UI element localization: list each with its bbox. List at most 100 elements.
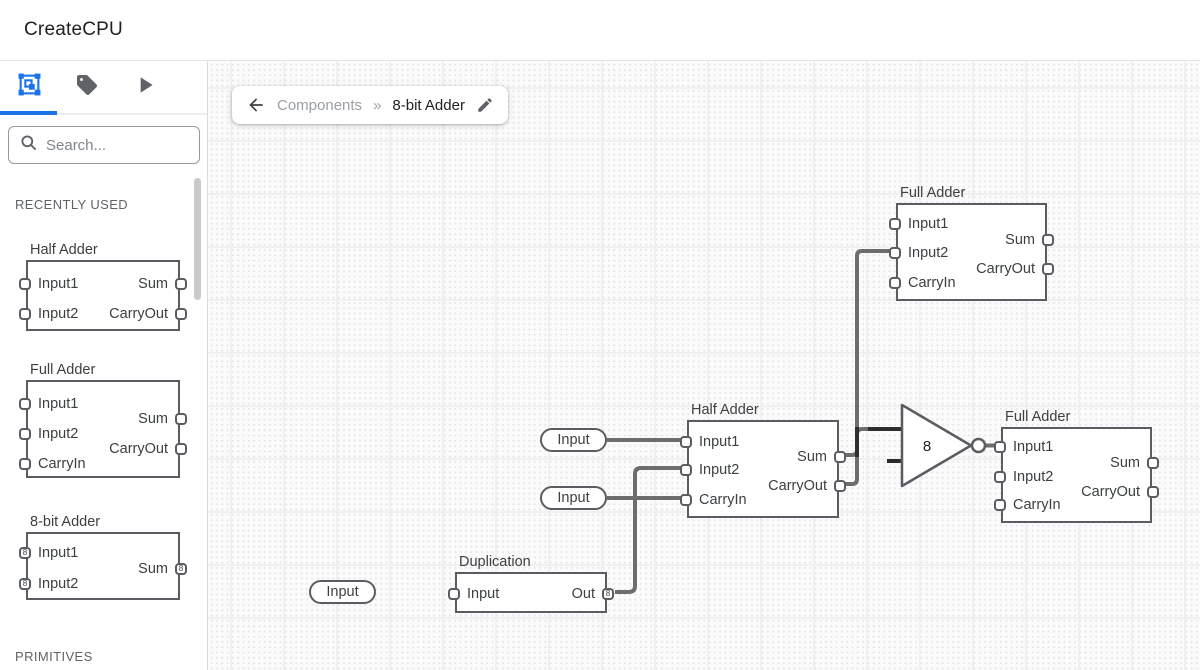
- port-pin[interactable]: [19, 308, 31, 320]
- tab-tags[interactable]: [58, 61, 116, 113]
- node-title: Duplication: [459, 554, 531, 570]
- port-input2[interactable]: Input2: [889, 245, 948, 261]
- port-pin[interactable]: [19, 458, 31, 470]
- port-carryin[interactable]: CarryIn: [19, 456, 86, 472]
- library-item-half-adder[interactable]: Half Adder Input1 Input2 Sum CarryOut: [19, 242, 187, 331]
- port-input2[interactable]: Input2: [19, 306, 78, 322]
- port-input1[interactable]: Input1: [994, 439, 1053, 455]
- port-pin[interactable]: [1147, 457, 1159, 469]
- port-pin[interactable]: [994, 471, 1006, 483]
- breadcrumb-parent[interactable]: Components: [277, 96, 363, 114]
- port-pin[interactable]: [834, 480, 846, 492]
- gate-bubble[interactable]: [970, 437, 987, 454]
- bus-pin-8[interactable]: 8: [19, 547, 31, 559]
- bus-pin-8[interactable]: 8: [602, 588, 614, 600]
- node-title: 8-bit Adder: [30, 514, 101, 530]
- port-carryin[interactable]: CarryIn: [889, 275, 956, 291]
- input-node-label: Input: [557, 490, 590, 506]
- port-input2[interactable]: Input2: [680, 462, 739, 478]
- port-pin[interactable]: [889, 218, 901, 230]
- node-full-adder-top[interactable]: Full Adder Input1 Input2 CarryIn Sum Car…: [889, 185, 1054, 301]
- port-carryout[interactable]: CarryOut: [109, 441, 187, 457]
- input-node-label: Input: [326, 584, 359, 600]
- node-title: Half Adder: [691, 402, 759, 418]
- gate-bus-width-label: 8: [923, 438, 931, 455]
- node-full-adder-right[interactable]: Full Adder Input1 Input2 CarryIn Sum Car…: [994, 409, 1159, 523]
- input-node-3[interactable]: Input: [309, 580, 376, 604]
- gate-triangle[interactable]: [900, 403, 973, 488]
- main-area: RECENTLY USED Half Adder Input1 Input2 S…: [0, 61, 1200, 670]
- port-sum[interactable]: Sum: [1110, 455, 1159, 471]
- port-carryout[interactable]: CarryOut: [1081, 484, 1159, 500]
- port-pin[interactable]: [19, 398, 31, 410]
- tab-components[interactable]: [0, 61, 58, 113]
- search-input[interactable]: [46, 136, 189, 154]
- port-carryin[interactable]: CarryIn: [680, 492, 747, 508]
- port-carryin[interactable]: CarryIn: [994, 497, 1061, 513]
- port-sum[interactable]: Sum: [138, 276, 187, 292]
- bus-pin-8[interactable]: 8: [175, 563, 187, 575]
- component-icon: [17, 72, 42, 102]
- app-title: CreateCPU: [24, 19, 123, 40]
- sidebar-scrollbar[interactable]: [194, 178, 201, 300]
- wire-carryout-to-fulladder-top[interactable]: [845, 249, 895, 486]
- port-sum[interactable]: Sum: [797, 449, 846, 465]
- port-input1[interactable]: Input1: [889, 216, 948, 232]
- port-input1[interactable]: Input1: [19, 276, 78, 292]
- back-icon[interactable]: [246, 95, 266, 115]
- port-sum[interactable]: Sum: [1005, 232, 1054, 248]
- wire-duplication-to-input2[interactable]: [615, 466, 688, 594]
- port-pin[interactable]: [19, 428, 31, 440]
- port-sum[interactable]: Sum: [138, 411, 187, 427]
- canvas[interactable]: 8 Components » 8-bit Adder Full Adder In…: [208, 61, 1200, 670]
- port-pin[interactable]: [680, 464, 692, 476]
- port-pin[interactable]: [889, 277, 901, 289]
- tab-simulate[interactable]: [116, 61, 174, 113]
- port-pin[interactable]: [680, 436, 692, 448]
- port-pin[interactable]: [680, 494, 692, 506]
- search-box[interactable]: [8, 126, 200, 164]
- port-pin[interactable]: [175, 278, 187, 290]
- breadcrumb-separator: »: [373, 96, 382, 114]
- port-input2[interactable]: Input2: [994, 469, 1053, 485]
- port-input1[interactable]: Input1: [19, 396, 78, 412]
- gate-node-8[interactable]: 8: [900, 403, 987, 488]
- port-pin[interactable]: [994, 441, 1006, 453]
- port-carryout[interactable]: CarryOut: [976, 261, 1054, 277]
- node-half-adder[interactable]: Half Adder Input1 Input2 CarryIn Sum Car…: [680, 402, 846, 518]
- port-pin[interactable]: [175, 413, 187, 425]
- node-title: Full Adder: [30, 362, 96, 378]
- port-carryout[interactable]: CarryOut: [109, 306, 187, 322]
- wire-layer: 8: [607, 249, 1003, 594]
- section-recently-used: RECENTLY USED: [15, 197, 129, 212]
- library-item-full-adder[interactable]: Full Adder Input1 Input2 CarryIn Sum Car…: [19, 362, 187, 478]
- port-pin[interactable]: [889, 247, 901, 259]
- port-pin[interactable]: [1147, 486, 1159, 498]
- port-input1[interactable]: Input1: [680, 434, 739, 450]
- port-pin[interactable]: [19, 278, 31, 290]
- port-input2[interactable]: Input2: [19, 426, 78, 442]
- edit-icon[interactable]: [476, 96, 494, 114]
- node-title: Half Adder: [30, 242, 98, 258]
- port-pin[interactable]: [448, 588, 460, 600]
- port-carryout[interactable]: CarryOut: [768, 478, 846, 494]
- input-node-2[interactable]: Input: [540, 486, 607, 510]
- bus-pin-8[interactable]: 8: [19, 578, 31, 590]
- input-node-1[interactable]: Input: [540, 428, 607, 452]
- port-pin[interactable]: [1042, 263, 1054, 275]
- port-pin[interactable]: [1042, 234, 1054, 246]
- port-pin[interactable]: [175, 308, 187, 320]
- wire-sum-to-gate[interactable]: [845, 427, 887, 457]
- port-pin[interactable]: [834, 451, 846, 463]
- breadcrumb-current: 8-bit Adder: [392, 96, 465, 114]
- port-pin[interactable]: [175, 443, 187, 455]
- port-input[interactable]: Input: [448, 586, 499, 602]
- tag-icon: [75, 73, 99, 102]
- port-pin[interactable]: [994, 499, 1006, 511]
